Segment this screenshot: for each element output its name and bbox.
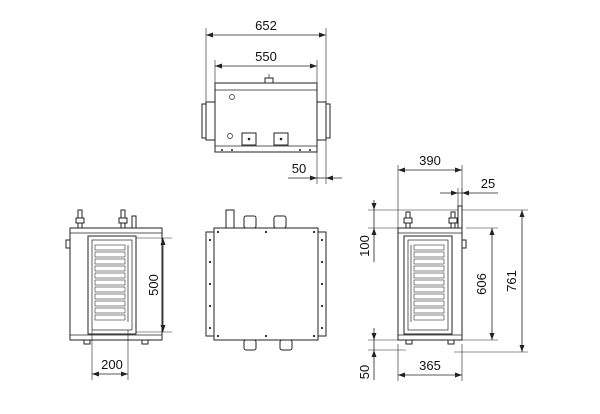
- dimension-652: 652: [205, 18, 327, 102]
- middle-view-bottom-tab-2: [279, 339, 293, 351]
- middle-view-top-tab: [243, 215, 257, 229]
- middle-view-bottom-tab: [243, 339, 257, 351]
- dim-label-right-total: 761: [504, 270, 519, 292]
- dimension-365: 365: [397, 344, 463, 381]
- dim-label-right-top: 100: [357, 235, 372, 257]
- dimension-100: 100: [357, 200, 458, 262]
- middle-view-bolts: [208, 230, 324, 338]
- dim-label-top-flange: 50: [292, 161, 306, 176]
- dimension-top-flange: 50: [288, 140, 342, 184]
- dim-label-top-overall: 652: [255, 18, 277, 33]
- left-view: [65, 209, 163, 345]
- top-view-left-flange: [205, 101, 216, 141]
- top-view-port-circle-2: [227, 133, 233, 139]
- top-view-nozzle: [264, 77, 274, 84]
- dim-label-right-offset: 25: [481, 176, 495, 191]
- middle-view-pipe: [225, 209, 235, 229]
- middle-view: [205, 209, 327, 351]
- right-view-coil-slats: [410, 244, 445, 322]
- dim-label-right-bottom-width: 365: [419, 358, 441, 373]
- middle-view-body: [213, 227, 319, 341]
- right-view: [397, 205, 467, 345]
- dim-label-top-body: 550: [255, 49, 277, 64]
- middle-view-top-tab-2: [273, 215, 287, 229]
- dim-label-right-bottom-offset: 50: [357, 365, 372, 379]
- dimension-550: 550: [214, 49, 318, 83]
- dim-label-right-width: 390: [419, 153, 441, 168]
- top-view-right-flange: [316, 101, 327, 141]
- dimension-761: 761: [454, 209, 528, 353]
- dimension-606: 606: [462, 227, 498, 341]
- dim-label-right-inner: 606: [474, 273, 489, 295]
- dimension-200: 200: [91, 330, 129, 380]
- dimension-right-bottom-50: 50: [357, 328, 406, 380]
- dimension-500: 500: [136, 237, 172, 333]
- top-view: [201, 74, 331, 153]
- left-view-coil-slats: [94, 244, 129, 322]
- top-view-body: [214, 82, 318, 153]
- top-view-port-circle: [229, 94, 235, 100]
- dim-label-left-bottom: 200: [101, 357, 123, 372]
- dimension-25: 25: [440, 176, 498, 206]
- dim-label-left-inner: 500: [146, 274, 161, 296]
